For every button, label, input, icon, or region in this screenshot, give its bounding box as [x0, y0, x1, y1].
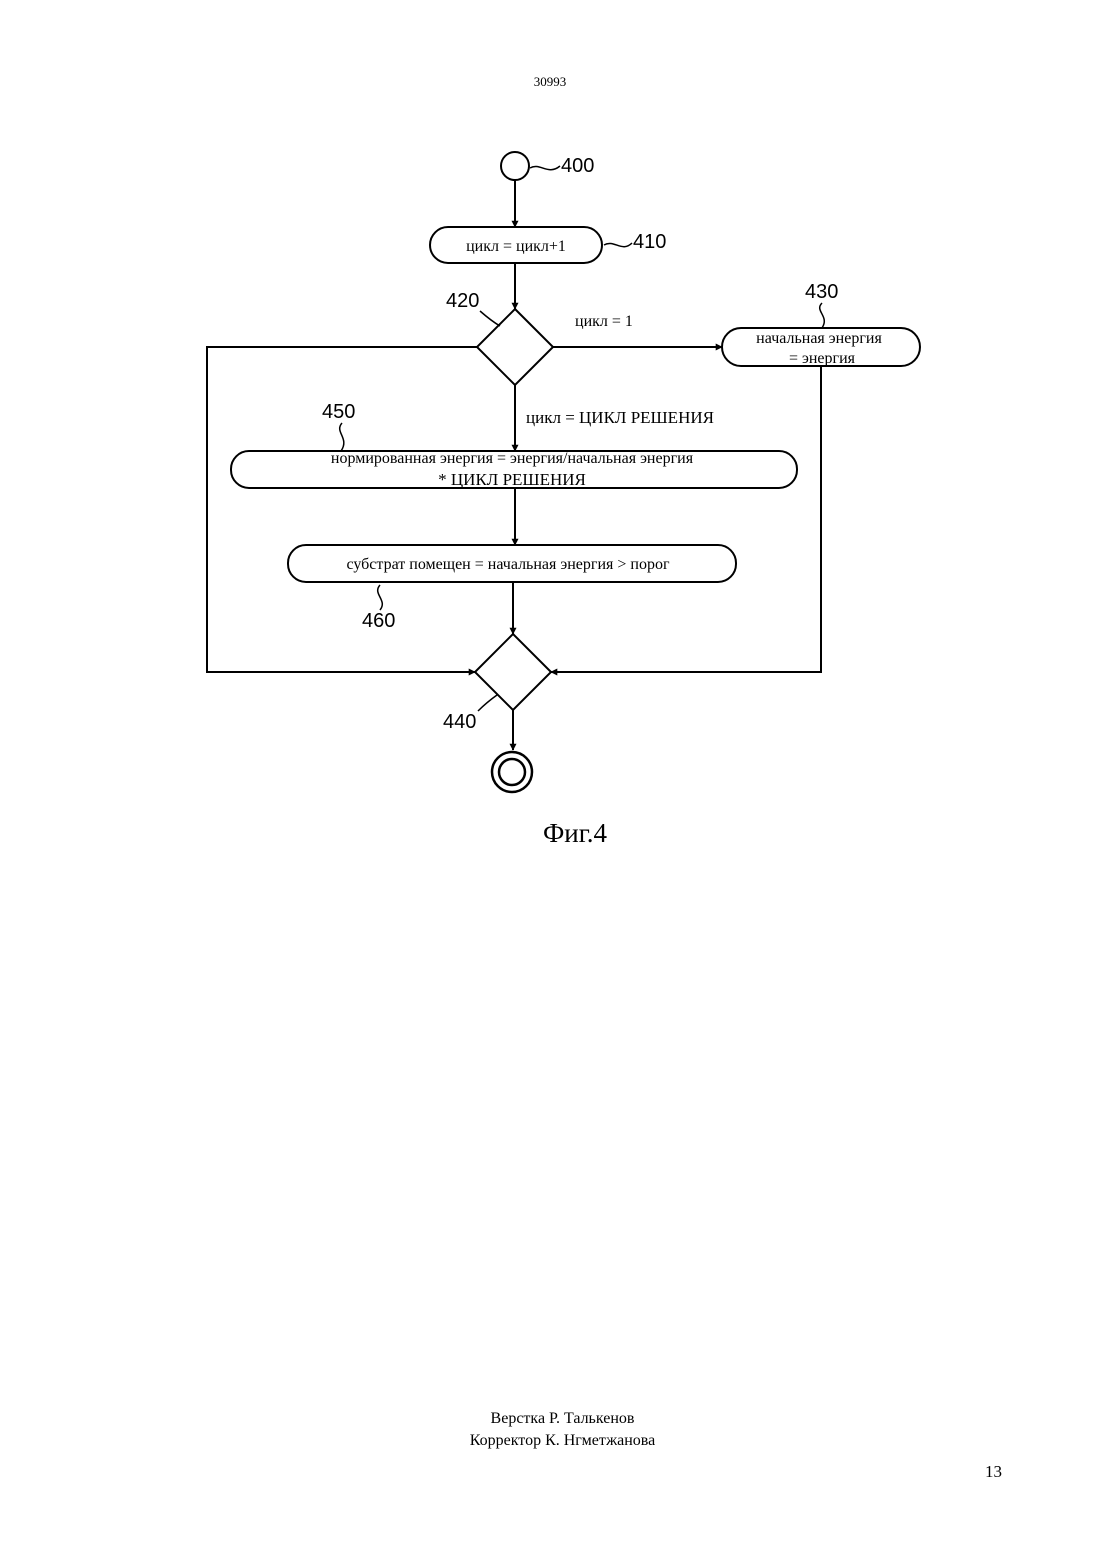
decision-node-top [477, 309, 553, 385]
edge-decision-merge-left [207, 347, 477, 672]
label-460: 460 [362, 610, 395, 632]
credit-proofreader: Корректор К. Нгметжанова [0, 1430, 1100, 1452]
label-450: 450 [322, 401, 355, 423]
leader-400 [530, 166, 560, 170]
init-energy-text-line2: = энергия [789, 350, 856, 367]
leader-440 [478, 695, 497, 711]
placed-node-text: субстрат помещен = начальная энергия > п… [346, 556, 670, 573]
page-number: 13 [962, 1462, 1002, 1482]
leader-410 [604, 243, 632, 247]
flowchart-diagram: 400 цикл = цикл+1 410 420 цикл = 1 начал… [0, 0, 1100, 900]
merge-node [475, 634, 551, 710]
start-node [501, 152, 529, 180]
figure-caption: Фиг.4 [0, 818, 1100, 849]
label-420: 420 [446, 290, 479, 312]
leader-450 [340, 423, 344, 451]
normalize-text-line1: нормированная энергия = энергия/начальна… [331, 450, 694, 467]
credits-block: Верстка Р. Талькенов Корректор К. Нгметж… [0, 1408, 1100, 1452]
leader-460 [378, 585, 383, 610]
init-energy-text-line1: начальная энергия [756, 330, 882, 347]
leader-430 [820, 303, 825, 328]
label-400: 400 [561, 155, 594, 177]
normalize-text-line2: * ЦИКЛ РЕШЕНИЯ [438, 470, 586, 489]
label-410: 410 [633, 231, 666, 253]
label-440: 440 [443, 711, 476, 733]
credit-layout: Верстка Р. Талькенов [0, 1408, 1100, 1430]
label-430: 430 [805, 281, 838, 303]
edge-label-cycle-first: цикл = 1 [575, 313, 633, 330]
leader-420 [480, 311, 500, 326]
edge-label-cycle-decision: цикл = ЦИКЛ РЕШЕНИЯ [526, 408, 714, 427]
increment-node-text: цикл = цикл+1 [466, 238, 566, 255]
end-node-inner [499, 759, 525, 785]
